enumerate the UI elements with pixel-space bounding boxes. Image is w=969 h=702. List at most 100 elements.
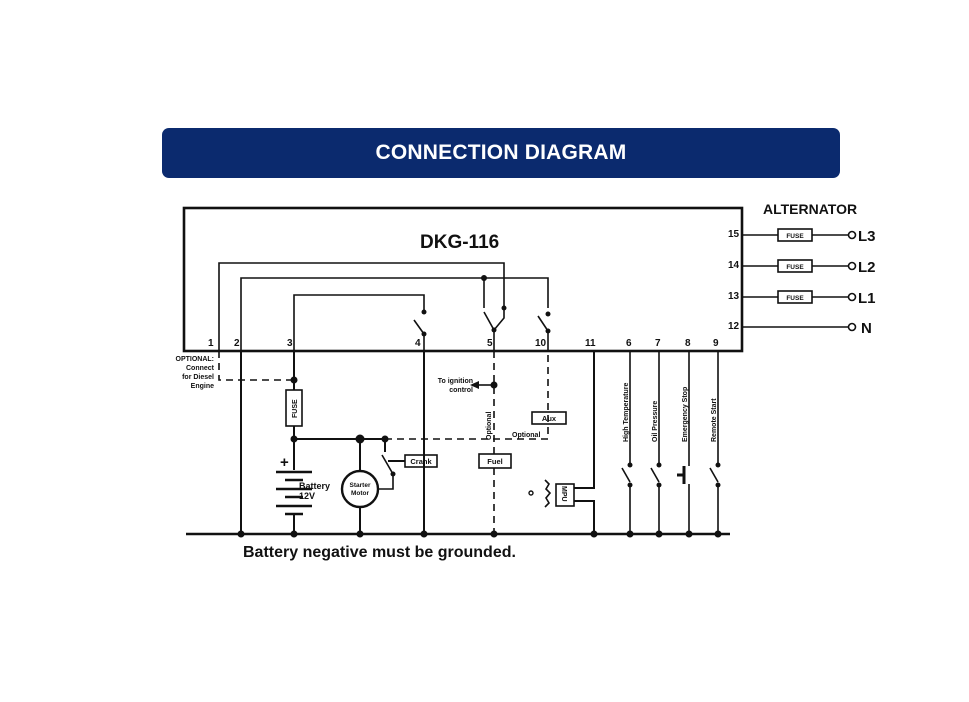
battery-cells — [276, 470, 312, 516]
switch-remote-start — [709, 467, 719, 483]
optional-note-line: for Diesel — [182, 374, 214, 381]
junction-dot — [501, 305, 507, 311]
switch-high-temp — [621, 467, 631, 483]
terminal-9: 9 — [713, 338, 719, 349]
fuse-label-l3: FUSE — [786, 233, 804, 240]
relay-wire — [293, 294, 425, 351]
ignition-note: To ignition control — [438, 378, 473, 394]
fuse-element — [285, 389, 303, 427]
junction-dot — [627, 462, 633, 468]
terminal-8: 8 — [685, 338, 691, 349]
junction-dot — [590, 530, 598, 538]
alt-fuse-l1 — [777, 290, 813, 304]
junction-dots — [237, 275, 722, 538]
junction-dot — [390, 471, 396, 477]
alt-fuse-l2 — [777, 259, 813, 273]
terminal-3: 3 — [287, 338, 293, 349]
starter-motor — [340, 469, 380, 509]
fuel-label: Fuel — [487, 457, 502, 466]
junction-dot — [490, 530, 498, 538]
fuse-label-l1: FUSE — [786, 295, 804, 302]
junction-dot — [627, 482, 633, 488]
terminal-15: 15 — [728, 229, 740, 240]
alt-fuse-l3 — [777, 228, 813, 242]
banner-title: CONNECTION DIAGRAM — [375, 141, 627, 164]
positive-bus — [294, 438, 386, 452]
alternator-label: ALTERNATOR — [763, 201, 857, 217]
alternator-fuse-labels: FUSE FUSE FUSE — [786, 233, 804, 302]
junction-dot — [481, 275, 487, 281]
battery-label-line: 12V — [299, 491, 315, 501]
mpu-box — [555, 483, 575, 507]
starter-label-line: Motor — [351, 490, 370, 497]
junction-dot — [655, 530, 663, 538]
junction-dot — [685, 530, 693, 538]
ignition-note-line: To ignition — [438, 378, 473, 385]
ground-note: Battery negative must be grounded. — [243, 544, 516, 561]
input-emergency-stop: Emergency Stop — [682, 387, 689, 442]
crank-relay-contact — [378, 454, 394, 490]
phase-l2: L2 — [858, 259, 876, 276]
fuse-label-l2: FUSE — [786, 264, 804, 271]
optional-vertical-label: Optional — [486, 412, 493, 440]
junction-dot — [491, 327, 497, 333]
phase-n: N — [861, 320, 872, 337]
junction-dot — [237, 530, 245, 538]
terminal-4: 4 — [415, 338, 421, 349]
alt-terminal-l1 — [847, 292, 857, 302]
junction-dot — [421, 331, 427, 337]
terminal-13: 13 — [728, 291, 740, 302]
wire-terminal-1-optional — [218, 351, 294, 381]
junction-dot — [490, 381, 498, 389]
battery-label-line: Battery — [299, 481, 330, 491]
terminal-14: 14 — [728, 260, 740, 271]
battery-plus: + — [280, 454, 289, 471]
optional-note: OPTIONAL: Connect for Diesel Engine — [176, 356, 215, 390]
junction-dot — [421, 309, 427, 315]
crank-box — [404, 454, 438, 468]
ignition-note-line: control — [449, 387, 473, 394]
relay-contact-5b — [493, 308, 505, 331]
terminal-10: 10 — [535, 338, 547, 349]
alt-terminal-n — [847, 322, 857, 332]
title-banner: CONNECTION DIAGRAM — [162, 128, 840, 178]
input-oil-pressure: Oil Pressure — [652, 401, 659, 442]
junction-dot — [356, 530, 364, 538]
controller-box — [182, 206, 744, 353]
optional-note-line: Connect — [186, 365, 215, 372]
controller-model: DKG-116 — [420, 232, 499, 253]
ignition-arrowhead — [470, 381, 479, 389]
optional-horizontal-label: Optional — [512, 432, 540, 439]
optional-note-line: Engine — [191, 383, 214, 390]
terminal-6: 6 — [626, 338, 632, 349]
junction-dot — [290, 376, 298, 384]
relay-wire — [218, 262, 505, 351]
junction-dot — [545, 311, 551, 317]
input-remote-start: Remote Start — [711, 398, 718, 442]
starter-label-line: Starter — [350, 482, 371, 489]
junction-dot — [381, 435, 389, 443]
switch-oil-pressure — [650, 467, 660, 483]
junction-dot — [355, 434, 365, 444]
aux-box — [531, 411, 567, 425]
fuse-label: FUSE — [292, 399, 299, 418]
junction-dot — [420, 530, 428, 538]
junction-dot — [545, 328, 551, 334]
terminal-5: 5 — [487, 338, 493, 349]
optional-dashed-bus — [385, 350, 549, 440]
mpu-gear — [544, 479, 552, 508]
junction-dot — [656, 462, 662, 468]
terminal-11: 11 — [585, 338, 596, 349]
terminal-7: 7 — [655, 338, 661, 349]
wire-terminal-11 — [574, 351, 595, 534]
aux-label: Aux — [542, 414, 557, 423]
terminal-numbers: 1 2 3 4 5 10 11 6 7 8 9 15 14 13 12 — [208, 229, 740, 349]
terminal-2: 2 — [234, 338, 240, 349]
mpu-label: MPU — [560, 486, 567, 502]
terminal-12: 12 — [728, 321, 740, 332]
junction-dot — [656, 482, 662, 488]
junction-dot — [290, 530, 298, 538]
relay-wire — [240, 277, 549, 351]
input-high-temperature: High Temperature — [623, 383, 630, 442]
